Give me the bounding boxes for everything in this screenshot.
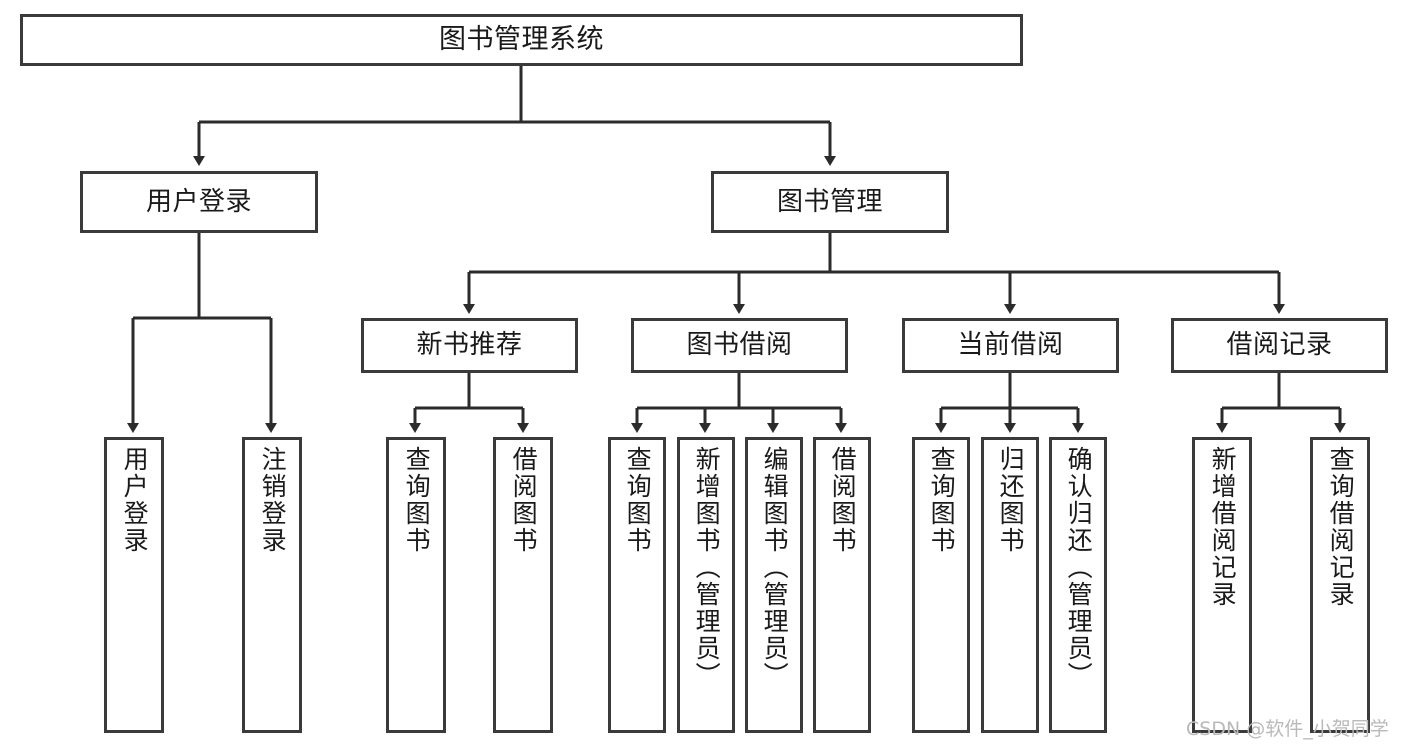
watermark-text: CSDN @软件_小贺同学 [1186, 718, 1389, 740]
node-book-borrow[interactable]: 图书借阅 [631, 318, 848, 373]
leaf-borrow-borrow-book[interactable]: 借阅图书 [813, 437, 871, 733]
leaf-record-query-borrow-record[interactable]: 查询借阅记录 [1310, 437, 1370, 733]
node-label: 用户登录 [145, 186, 252, 217]
node-book-management[interactable]: 图书管理 [711, 171, 949, 233]
node-borrow-record[interactable]: 借阅记录 [1171, 318, 1388, 373]
node-label: 查询图书 [927, 446, 957, 554]
node-label: 借阅图书 [509, 446, 539, 554]
leaf-user-login[interactable]: 用户登录 [104, 437, 164, 733]
node-label: 图书借阅 [686, 330, 793, 361]
node-label: 新书推荐 [416, 330, 523, 361]
leaf-recommend-query-book[interactable]: 查询图书 [386, 437, 446, 733]
node-label: 注销登录 [258, 446, 288, 554]
leaf-borrow-edit-book-admin[interactable]: 编辑图书（管理员） [745, 437, 803, 733]
node-label: 图书管理 [776, 186, 883, 217]
node-label: 图书管理系统 [439, 24, 604, 56]
leaf-borrow-query-book[interactable]: 查询图书 [608, 437, 666, 733]
node-label: 查询图书 [402, 446, 432, 554]
leaf-logout-login[interactable]: 注销登录 [242, 437, 302, 733]
node-label: 当前借阅 [957, 330, 1064, 361]
node-label: 用户登录 [120, 446, 150, 554]
node-label: 新增借阅记录 [1208, 446, 1238, 608]
node-label: 归还图书 [996, 446, 1026, 554]
node-label: 新增图书（管理员） [692, 446, 722, 689]
leaf-current-confirm-return-admin[interactable]: 确认归还（管理员） [1049, 437, 1107, 733]
node-label: 查询借阅记录 [1326, 446, 1356, 608]
node-label: 借阅记录 [1226, 330, 1333, 361]
leaf-borrow-add-book-admin[interactable]: 新增图书（管理员） [677, 437, 735, 733]
node-root-system[interactable]: 图书管理系统 [20, 14, 1023, 66]
leaf-current-return-book[interactable]: 归还图书 [981, 437, 1039, 733]
node-current-borrow[interactable]: 当前借阅 [902, 318, 1119, 373]
node-label: 借阅图书 [828, 446, 858, 554]
leaf-recommend-borrow-book[interactable]: 借阅图书 [493, 437, 553, 733]
leaf-record-add-borrow-record[interactable]: 新增借阅记录 [1192, 437, 1252, 733]
node-label: 查询图书 [623, 446, 653, 554]
node-new-book-recommend[interactable]: 新书推荐 [361, 318, 578, 373]
node-user-login[interactable]: 用户登录 [80, 171, 318, 233]
node-label: 确认归还（管理员） [1064, 446, 1094, 689]
leaf-current-query-book[interactable]: 查询图书 [912, 437, 970, 733]
node-label: 编辑图书（管理员） [760, 446, 790, 689]
